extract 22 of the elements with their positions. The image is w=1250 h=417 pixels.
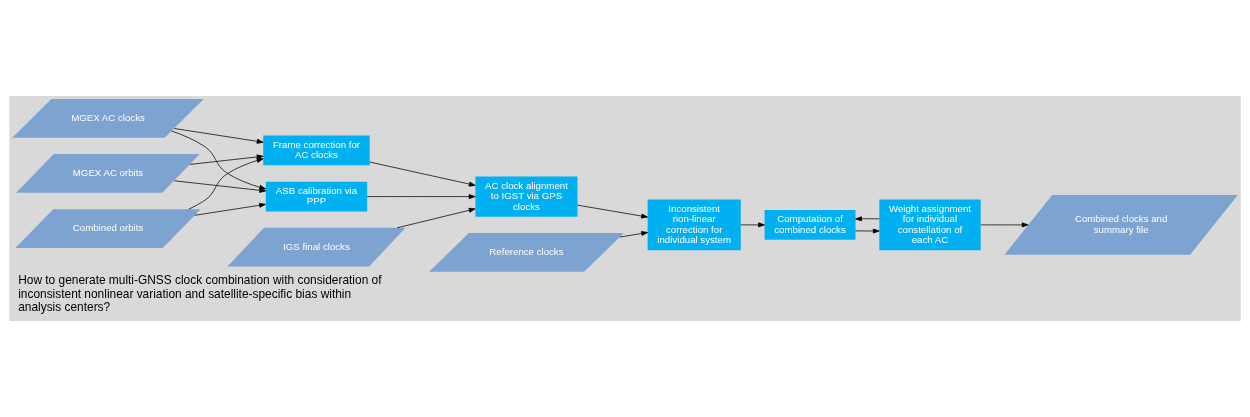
node-box: AC clock alignment to IGST via GPS clocks bbox=[475, 176, 578, 217]
arrow bbox=[577, 204, 648, 219]
node-box: Frame correction for AC clocks bbox=[263, 135, 370, 166]
arrow bbox=[855, 228, 880, 234]
node-box: Inconsistent non-linear correction for individual system bbox=[647, 199, 741, 251]
arrow bbox=[173, 180, 267, 193]
arrow bbox=[396, 207, 476, 229]
node-box: Weight assignment for individual constellation of each AC bbox=[879, 199, 981, 251]
arrow bbox=[369, 161, 476, 187]
arrow bbox=[188, 158, 264, 210]
node-box: Computation of combined clocks bbox=[764, 210, 856, 240]
arrow bbox=[189, 154, 264, 165]
arrow bbox=[366, 194, 476, 200]
arrow bbox=[173, 128, 264, 144]
arrow bbox=[740, 222, 765, 228]
arrow bbox=[194, 202, 266, 216]
arrow bbox=[171, 130, 266, 190]
arrow bbox=[855, 216, 880, 222]
arrow bbox=[980, 222, 1029, 228]
arrow bbox=[619, 231, 648, 238]
node-box: ASB calibration via PPP bbox=[265, 181, 368, 212]
caption: How to generate multi-GNSS clock combination with consideration of inconsistent nonlinear variation and satellite-specific bias within analysis centers? bbox=[18, 273, 382, 315]
